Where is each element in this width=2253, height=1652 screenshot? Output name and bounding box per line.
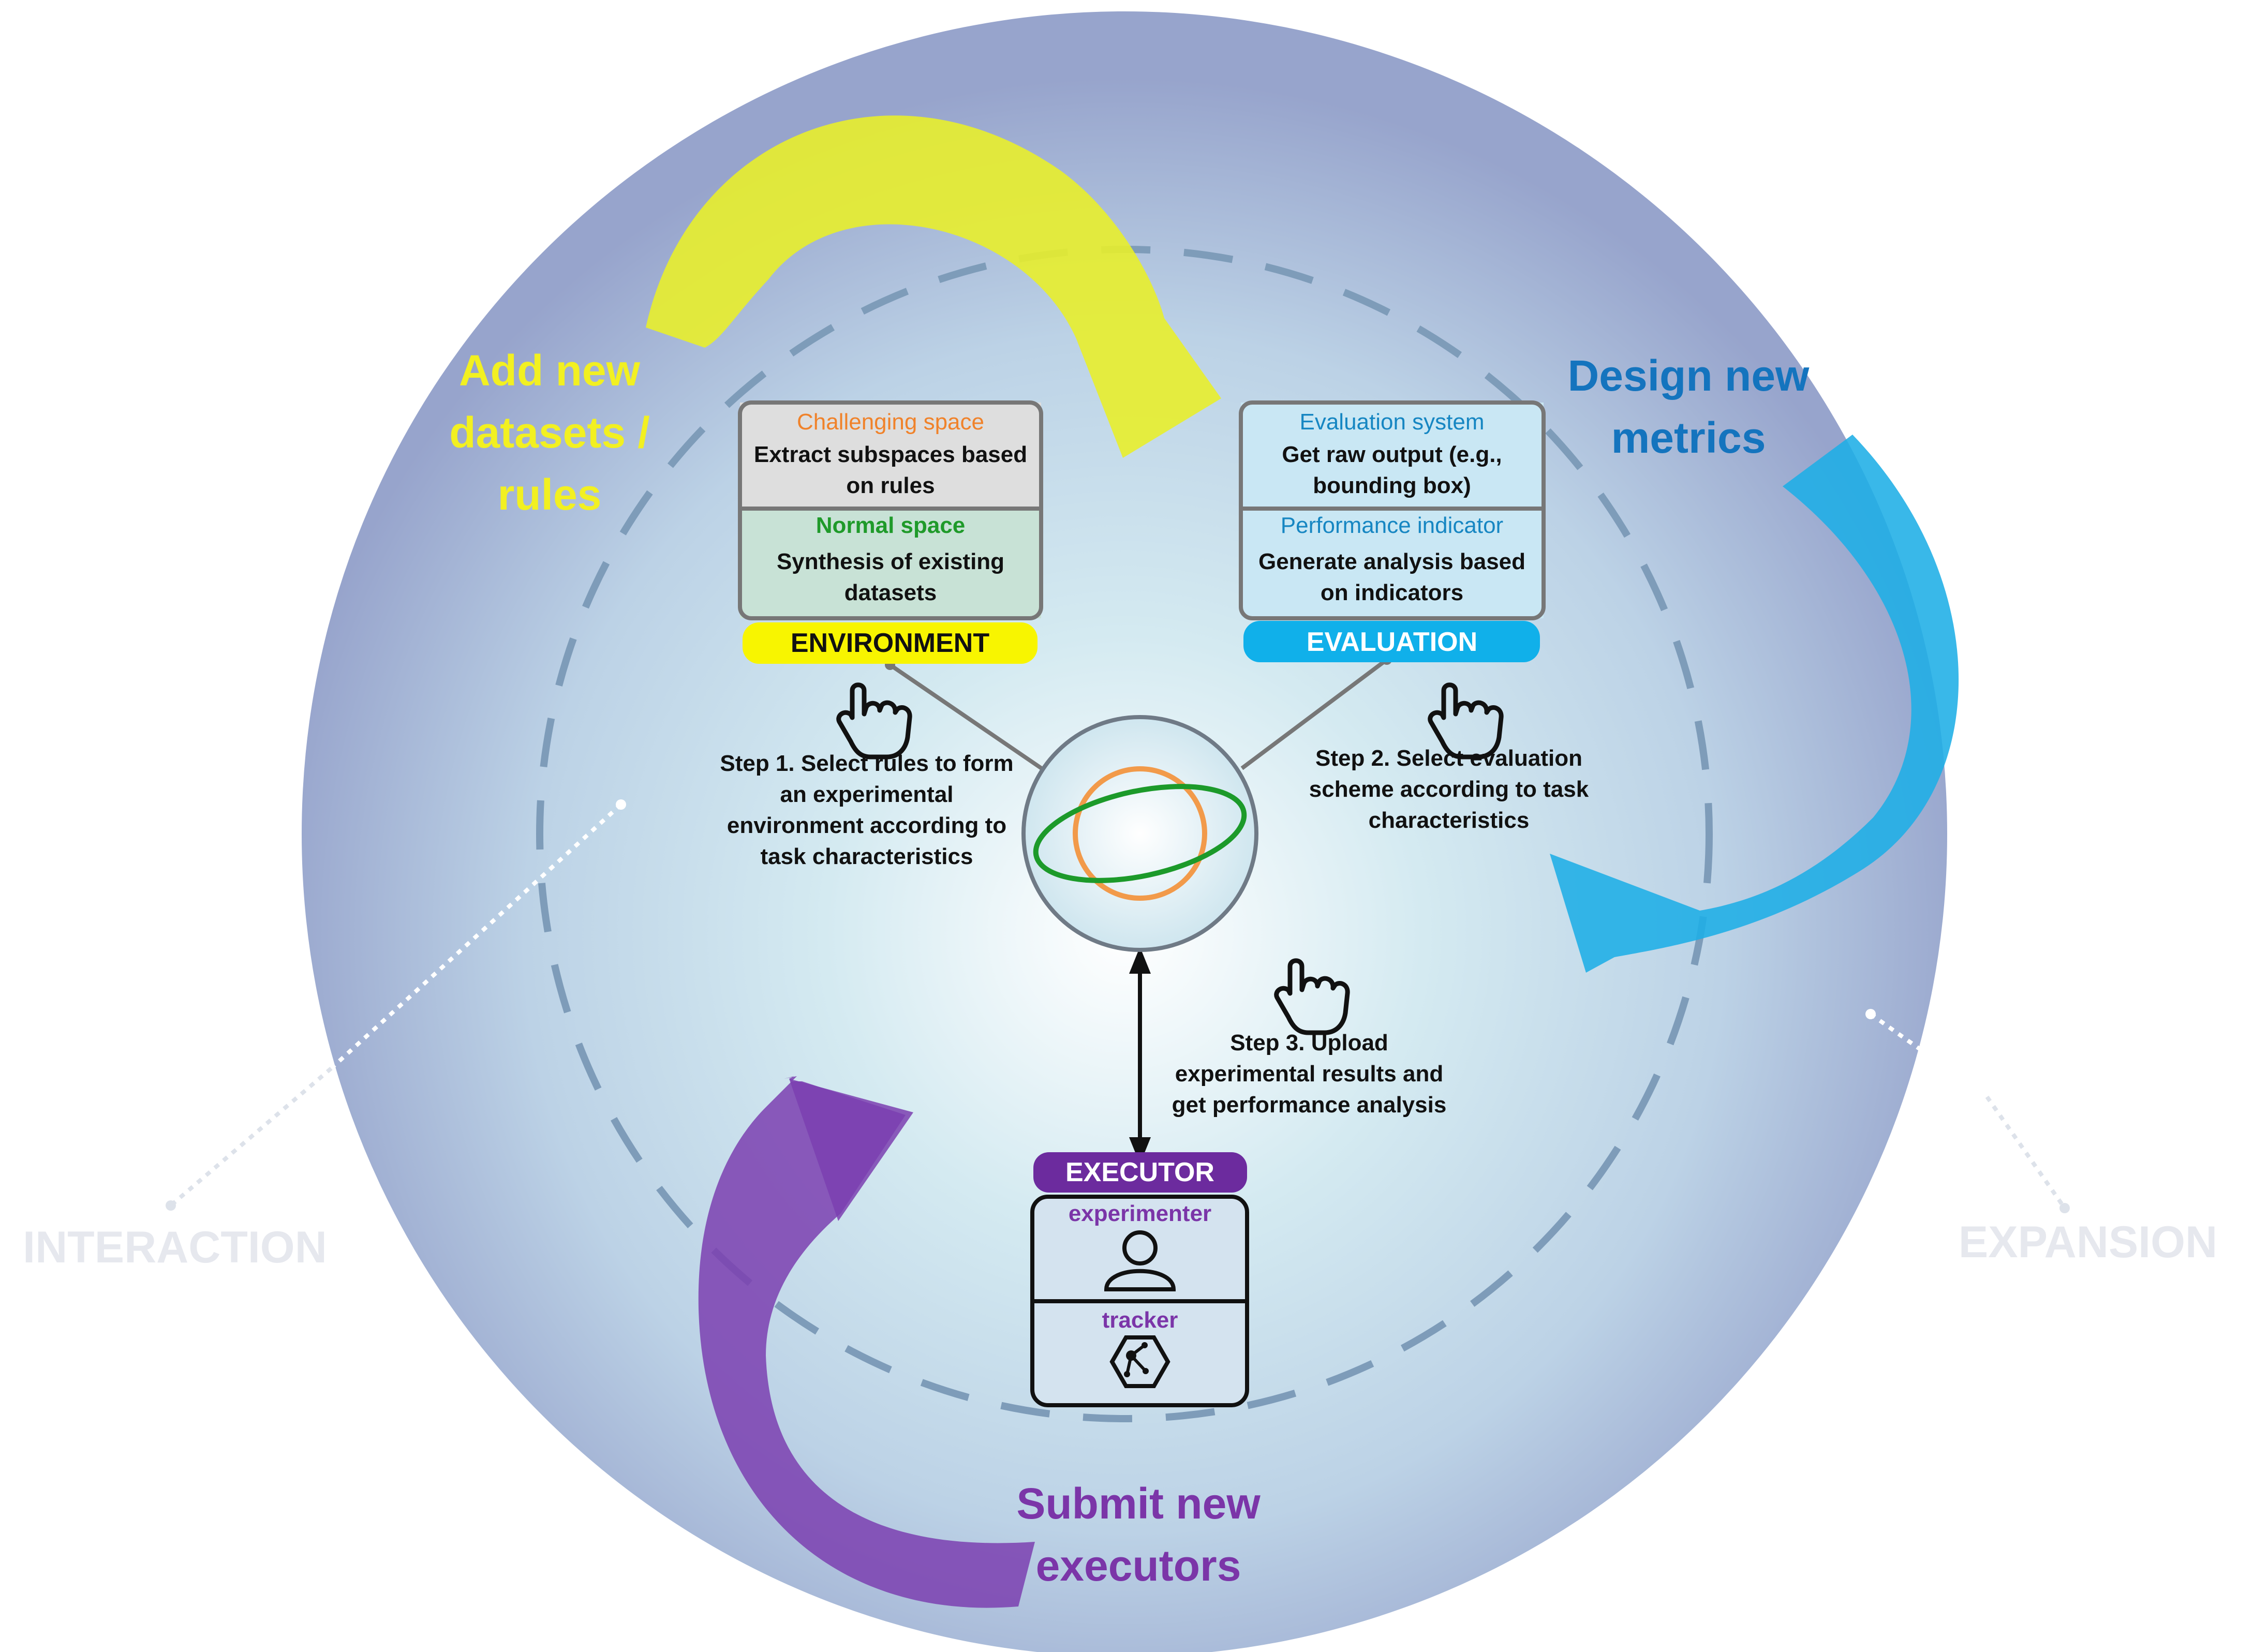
purple-arrow-head bbox=[789, 1079, 913, 1221]
submit-new-line-1: Submit new bbox=[1016, 1479, 1261, 1528]
design-new-label: Design new metrics bbox=[1568, 351, 1810, 462]
evaluation-system-text-1: Get raw output (e.g., bbox=[1282, 442, 1502, 467]
step-1-line-4: task characteristics bbox=[761, 844, 973, 869]
add-new-line-1: Add new bbox=[459, 346, 641, 395]
expansion-label: EXPANSION bbox=[1959, 1217, 2217, 1267]
normal-text-2: datasets bbox=[844, 580, 937, 605]
step-1-line-3: environment according to bbox=[727, 813, 1006, 838]
challenging-space-title: Challenging space bbox=[797, 409, 984, 435]
tracker-label: tracker bbox=[1102, 1307, 1178, 1333]
challenging-text-1: Extract subspaces based bbox=[754, 442, 1027, 467]
environment-tag: ENVIRONMENT bbox=[743, 622, 1037, 664]
add-new-line-3: rules bbox=[498, 470, 602, 519]
environment-panel: Challenging space Extract subspaces base… bbox=[738, 400, 1043, 620]
blue-curved-arrow bbox=[1550, 435, 1959, 973]
step-2-line-3: characteristics bbox=[1369, 808, 1530, 833]
step-3-line-2: experimental results and bbox=[1175, 1061, 1443, 1087]
design-new-line-2: metrics bbox=[1611, 413, 1766, 462]
step-2-text: Step 2. Select evaluation scheme accordi… bbox=[1309, 746, 1589, 833]
evaluation-system-text-2: bounding box) bbox=[1313, 473, 1471, 498]
yellow-curved-arrow bbox=[646, 115, 1221, 458]
pointer-hand-icon bbox=[1274, 958, 1350, 1035]
step-1-line-2: an experimental bbox=[780, 782, 953, 807]
executor-panel: experimenter tracker bbox=[1030, 1195, 1249, 1407]
indicator-text-1: Generate analysis based bbox=[1258, 549, 1525, 574]
performance-indicator-title: Performance indicator bbox=[1281, 513, 1503, 538]
pointer-hand-icon bbox=[1428, 682, 1504, 760]
upload-double-arrow bbox=[1129, 947, 1151, 1164]
env-connector bbox=[888, 663, 1047, 773]
step-3-line-3: get performance analysis bbox=[1172, 1092, 1447, 1118]
hub-orange-ring bbox=[1073, 766, 1207, 901]
executor-tag-label: EXECUTOR bbox=[1065, 1157, 1214, 1187]
step-2-line-2: scheme according to task bbox=[1309, 777, 1589, 802]
step-1-text: Step 1. Select rules to form an experime… bbox=[720, 751, 1013, 869]
add-new-line-2: datasets / bbox=[449, 408, 650, 457]
evaluation-tag: EVALUATION bbox=[1243, 621, 1540, 662]
evaluation-tag-label: EVALUATION bbox=[1307, 627, 1477, 657]
environment-tag-label: ENVIRONMENT bbox=[791, 628, 989, 658]
executor-tag: EXECUTOR bbox=[1033, 1152, 1247, 1193]
tracker-hexagon-icon bbox=[1109, 1335, 1170, 1388]
evaluation-system-title: Evaluation system bbox=[1299, 409, 1484, 435]
step-2-line-1: Step 2. Select evaluation bbox=[1315, 746, 1582, 771]
pointer-hand-icon bbox=[836, 682, 912, 760]
hub-green-orbit bbox=[1033, 784, 1247, 883]
normal-space-title: Normal space bbox=[816, 513, 966, 538]
step-3-text: Step 3. Upload experimental results and … bbox=[1172, 1030, 1447, 1118]
step-1-line-1: Step 1. Select rules to form bbox=[720, 751, 1013, 776]
central-hub bbox=[1021, 715, 1258, 952]
eval-connector bbox=[1240, 658, 1388, 770]
indicator-text-2: on indicators bbox=[1321, 580, 1463, 605]
evaluation-panel: Evaluation system Get raw output (e.g., … bbox=[1239, 400, 1546, 620]
normal-text-1: Synthesis of existing bbox=[777, 549, 1004, 574]
submit-new-line-2: executors bbox=[1036, 1541, 1241, 1590]
interaction-leader bbox=[166, 799, 626, 1211]
step-3-line-1: Step 3. Upload bbox=[1230, 1030, 1388, 1055]
experimenter-label: experimenter bbox=[1069, 1201, 1211, 1226]
design-new-line-1: Design new bbox=[1568, 351, 1810, 400]
challenging-text-2: on rules bbox=[846, 473, 935, 498]
expansion-leader bbox=[1865, 1009, 2070, 1213]
submit-new-label: Submit new executors bbox=[1016, 1479, 1261, 1590]
add-new-label: Add new datasets / rules bbox=[449, 346, 650, 519]
person-icon bbox=[1104, 1230, 1176, 1291]
purple-curved-arrow bbox=[698, 1076, 1035, 1608]
interaction-label: INTERACTION bbox=[23, 1223, 327, 1272]
